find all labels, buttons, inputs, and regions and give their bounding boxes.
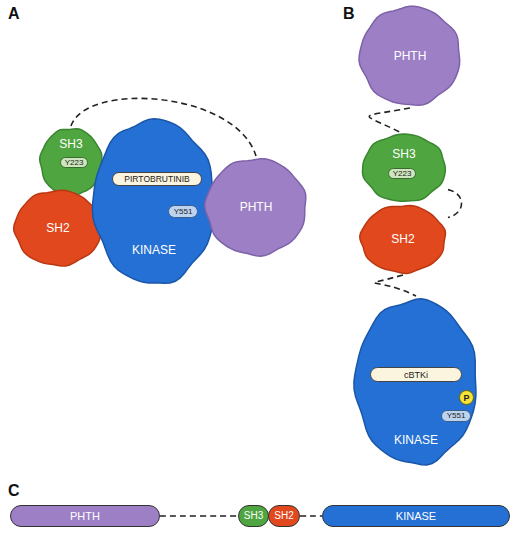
node-text: SH2 [269, 511, 299, 521]
node-text: SH2 [358, 233, 448, 245]
linker-dashes [448, 190, 462, 218]
node-text: SH3 [360, 148, 448, 160]
linker-dashes [300, 515, 322, 517]
domain-bar: SH2 [268, 505, 300, 527]
node-text: PHTH [11, 511, 159, 522]
residue-pill: Y223 [388, 168, 416, 179]
node-text: KINASE [323, 511, 509, 522]
node-text: Y223 [389, 170, 415, 178]
phospho-mark: P [459, 390, 474, 405]
node-text: KINASE [90, 244, 218, 256]
node-text: SH3 [239, 511, 268, 521]
residue-pill: Y223 [60, 157, 88, 168]
residue-pill: Y551 [441, 410, 471, 422]
blob-outline [90, 116, 218, 288]
node-text: SH3 [38, 138, 104, 150]
domain-bar: KINASE [322, 505, 510, 527]
linker-dashes [160, 515, 238, 517]
blob-fill [363, 134, 446, 201]
node-text: SH2 [12, 222, 104, 234]
blob-fill [92, 119, 214, 284]
node-text: cBTKi [371, 370, 461, 379]
linker-dashes [369, 108, 410, 132]
node-text: P [460, 393, 473, 402]
node-text: KINASE [352, 434, 480, 446]
domain-blob: PHTH [357, 4, 463, 108]
linker-dashes [374, 275, 416, 296]
domain-blob: SH2 [358, 203, 448, 275]
domain-blob: PHTH [203, 156, 309, 258]
node-text: Y223 [61, 159, 87, 167]
domain-blob: SH2 [12, 188, 104, 268]
panel-letter: C [8, 482, 20, 500]
node-text: PHTH [357, 50, 463, 62]
domain-blob: SH3Y223 [360, 132, 448, 204]
residue-pill: cBTKi [370, 367, 462, 382]
residue-pill: PIRTOBRUTINIB [112, 172, 202, 186]
node-text: Y551 [442, 412, 470, 420]
domain-blob: KINASE PIRTOBRUTINIB Y551 [90, 116, 218, 288]
node-text: PIRTOBRUTINIB [113, 175, 201, 184]
domain-bar: SH3 [238, 505, 269, 527]
domain-blob: KINASE cBTKiY551 P [352, 296, 480, 468]
panel-letter: A [8, 5, 20, 23]
panel-letter: B [343, 5, 355, 23]
node-text: PHTH [203, 201, 309, 213]
residue-pill: Y551 [168, 205, 198, 218]
domain-bar: PHTH [10, 505, 160, 527]
node-text: Y551 [169, 208, 197, 216]
